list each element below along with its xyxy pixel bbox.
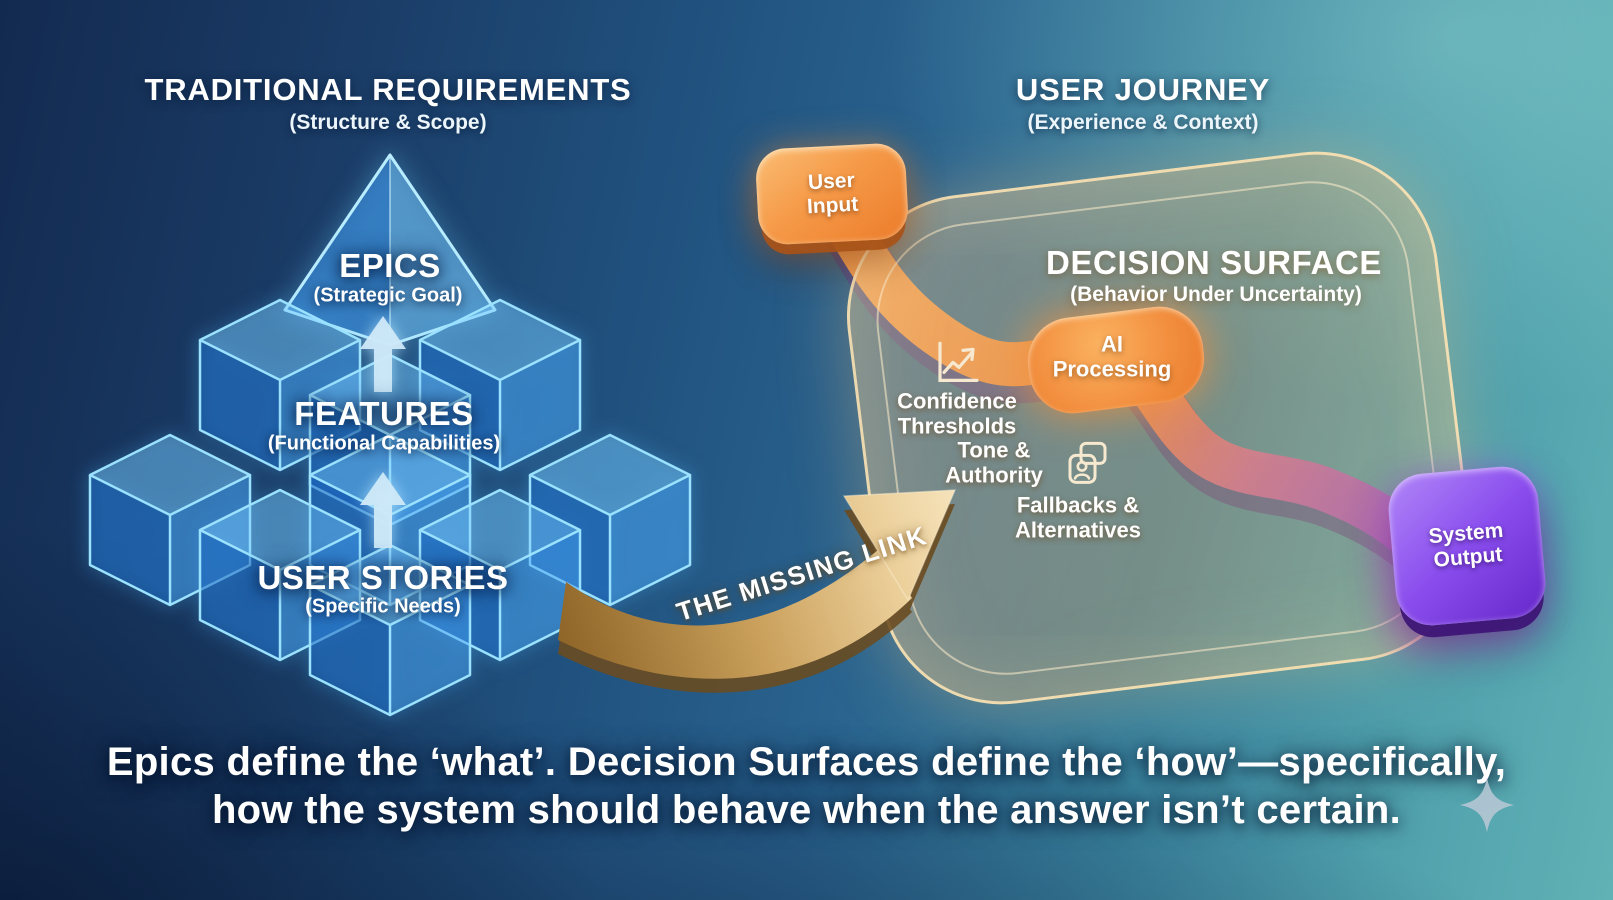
surface-item-tone-authority: Tone & Authority — [935, 437, 1109, 487]
surface-item-confidence-thresholds: Confidence Thresholds — [879, 337, 1035, 438]
caption-line-2: how the system should behave when the an… — [211, 788, 1402, 832]
user-input-node: User Input — [754, 142, 910, 246]
trend-chart-icon — [931, 337, 983, 387]
left-title: TRADITIONAL REQUIREMENTS — [144, 72, 632, 107]
right-title: USER JOURNEY — [1015, 72, 1271, 107]
surface-subtitle: (Behavior Under Uncertainty) — [1070, 283, 1362, 306]
level-user-stories-name: USER STORIES — [257, 559, 509, 596]
sparkle-icon — [1459, 777, 1515, 833]
level-features-name: FEATURES — [294, 395, 474, 432]
level-epics-detail: (Strategic Goal) — [313, 284, 463, 307]
level-features-detail: (Functional Capabilities) — [267, 432, 501, 455]
system-output-node: System Output — [1385, 463, 1549, 629]
surface-item-label: Tone & Authority — [945, 437, 1043, 487]
caption-line-1: Epics define the ‘what’. Decision Surfac… — [106, 740, 1507, 784]
system-output-label: System Output — [1427, 518, 1505, 572]
level-user-stories-detail: (Specific Needs) — [305, 595, 461, 618]
cube-stack — [88, 298, 692, 717]
user-input-label: User Input — [806, 168, 859, 219]
surface-title: DECISION SURFACE — [1046, 244, 1382, 281]
surface-item-fallbacks: Fallbacks & Alternatives — [1015, 492, 1141, 542]
persona-frames-icon — [1065, 439, 1109, 487]
level-epics-name: EPICS — [339, 247, 441, 284]
surface-item-ai-processing: AI Processing — [1052, 331, 1172, 381]
right-subtitle: (Experience & Context) — [1027, 111, 1259, 134]
left-subtitle: (Structure & Scope) — [289, 111, 487, 134]
surface-item-label: Confidence Thresholds — [897, 388, 1017, 438]
